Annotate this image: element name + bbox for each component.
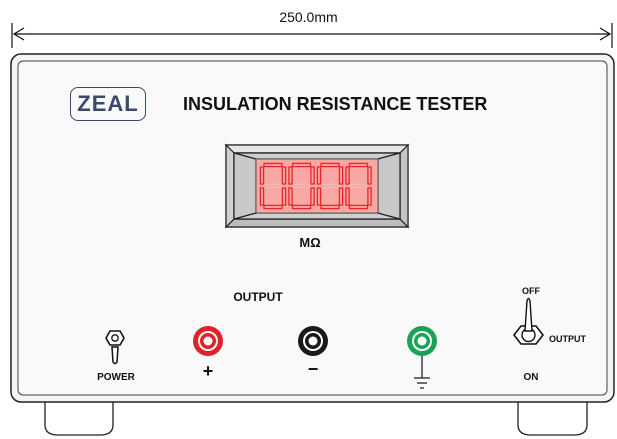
display-digit	[288, 162, 315, 210]
segment-d	[263, 204, 283, 210]
power-label: POWER	[97, 372, 135, 383]
segment-g	[320, 183, 340, 189]
segment-a	[291, 162, 312, 168]
left-foot	[44, 398, 114, 436]
toggle-switch-icon	[105, 330, 125, 346]
output-switch[interactable]	[512, 297, 545, 345]
segment-e	[345, 187, 350, 206]
display-digit	[259, 162, 287, 210]
right-foot	[517, 398, 588, 436]
positive-terminal-label: +	[202, 361, 214, 381]
segment-b	[281, 166, 287, 185]
output-switch-label: OUTPUT	[549, 334, 586, 344]
display-digit	[345, 162, 372, 210]
segment-a	[263, 162, 283, 168]
segment-a	[348, 162, 369, 168]
segment-b	[310, 166, 315, 185]
display-unit: MΩ	[299, 235, 321, 250]
segment-f	[288, 166, 293, 185]
segment-e	[259, 187, 265, 206]
ground-symbol-icon	[414, 356, 430, 389]
segment-f	[259, 166, 265, 185]
segment-g	[291, 183, 312, 189]
segment-c	[338, 187, 344, 206]
segment-g	[263, 183, 283, 189]
power-switch[interactable]	[105, 330, 125, 365]
segment-e	[316, 187, 322, 206]
terminal-ground[interactable]	[407, 326, 437, 356]
display-digits	[259, 162, 372, 210]
panel-inner	[17, 60, 608, 396]
segment-a	[320, 162, 340, 168]
segment-d	[320, 204, 340, 210]
segment-d	[348, 204, 369, 210]
segment-g	[348, 183, 369, 189]
terminals-label: OUTPUT	[233, 290, 283, 304]
segment-c	[367, 187, 372, 206]
segment-f	[316, 166, 322, 185]
segment-e	[288, 187, 293, 206]
dimension-line	[11, 23, 613, 48]
segment-f	[345, 166, 350, 185]
segment-b	[338, 166, 344, 185]
brand-logo: ZEAL	[70, 87, 146, 121]
segment-b	[367, 166, 372, 185]
terminal-positive[interactable]	[193, 326, 223, 356]
negative-terminal-label: −	[307, 359, 319, 379]
terminal-negative[interactable]	[298, 326, 328, 356]
output-off-label: OFF	[522, 286, 540, 296]
device-title: INSULATION RESISTANCE TESTER	[183, 94, 488, 114]
output-on-label: ON	[523, 372, 539, 383]
segment-c	[310, 187, 315, 206]
dimension-label: 250.0mm	[279, 9, 338, 25]
segment-d	[291, 204, 312, 210]
segment-c	[281, 187, 287, 206]
display-digit	[316, 162, 344, 210]
